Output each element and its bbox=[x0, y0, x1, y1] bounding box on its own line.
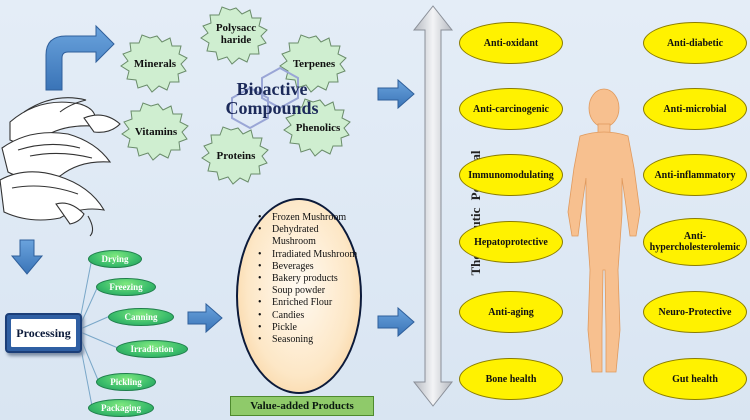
compound-label-vitamins: Vitamins bbox=[134, 126, 178, 138]
right-arrow-to-therapeutic-bottom bbox=[377, 306, 415, 338]
processing-label: Processing bbox=[10, 318, 77, 348]
benzene-icon bbox=[231, 66, 299, 130]
therapeutic-hepatoprotective: Hepatoprotective bbox=[459, 221, 563, 263]
therapeutic-anti-diabetic: Anti-diabetic bbox=[643, 22, 747, 64]
compound-label-proteins: Proteins bbox=[216, 150, 256, 162]
star-phenolics bbox=[283, 98, 351, 157]
therapeutic-bone-health: Bone health bbox=[459, 358, 563, 400]
compound-label-minerals: Minerals bbox=[133, 58, 177, 70]
compound-label-polysaccharide: Polysacc haride bbox=[215, 22, 257, 46]
therapeutic-anti-carcinogenic: Anti-carcinogenic bbox=[459, 88, 563, 130]
processing-method-drying: Drying bbox=[88, 250, 142, 268]
therapeutic-immunomodulating: Immunomodulating bbox=[459, 154, 563, 196]
value-added-item: Seasoning bbox=[258, 334, 358, 346]
value-added-item: Frozen Mushroom bbox=[258, 212, 358, 224]
curved-arrow-to-compounds bbox=[45, 24, 115, 91]
compound-label-terpenes: Terpenes bbox=[292, 58, 336, 70]
bioactive-title-line1: Bioactive bbox=[236, 79, 308, 99]
bioactive-title-line2: Compounds bbox=[225, 98, 319, 118]
compound-stars bbox=[120, 6, 351, 185]
right-arrow-to-therapeutic-top bbox=[377, 78, 415, 110]
right-arrow-to-value-added bbox=[187, 302, 223, 334]
star-polysaccharide bbox=[200, 6, 268, 65]
value-added-item: Irradiated Mushroom bbox=[258, 249, 358, 261]
value-added-item: Soup powder bbox=[258, 285, 358, 297]
therapeutic-anti-aging: Anti-aging bbox=[459, 291, 563, 333]
processing-method-freezing: Freezing bbox=[96, 278, 156, 296]
star-proteins bbox=[201, 126, 269, 185]
processing-box: Processing bbox=[5, 313, 82, 353]
value-added-item: Candies bbox=[258, 310, 358, 322]
therapeutic-neuro-protective: Neuro-Protective bbox=[643, 291, 747, 333]
value-added-item: Pickle bbox=[258, 322, 358, 334]
therapeutic-anti-hypercholesterolemic: Anti-hypercholesterolemic bbox=[643, 218, 747, 266]
processing-method-canning: Canning bbox=[108, 308, 174, 326]
processing-method-packaging: Packaging bbox=[88, 399, 154, 417]
down-arrow-to-processing bbox=[10, 239, 44, 275]
therapeutic-anti-inflammatory: Anti-inflammatory bbox=[643, 154, 747, 196]
bioactive-compounds-title: Bioactive Compounds bbox=[212, 80, 332, 118]
therapeutic-axis-arrow bbox=[412, 5, 454, 407]
star-minerals bbox=[120, 34, 188, 93]
value-added-item: Enriched Flour bbox=[258, 297, 358, 309]
value-added-products-label: Value-added Products bbox=[230, 396, 374, 416]
therapeutic-anti-oxidant: Anti-oxidant bbox=[459, 22, 563, 64]
processing-method-pickling: Pickling bbox=[96, 373, 156, 391]
value-added-item: Bakery products bbox=[258, 273, 358, 285]
value-added-list: Frozen Mushroom Dehydrated Mushroom Irra… bbox=[258, 212, 358, 346]
therapeutic-gut-health: Gut health bbox=[643, 358, 747, 400]
mushroom-illustration bbox=[0, 97, 121, 237]
star-vitamins bbox=[121, 102, 189, 161]
compound-label-phenolics: Phenolics bbox=[295, 122, 341, 134]
processing-method-irradiation: Irradiation bbox=[116, 340, 188, 358]
value-added-item: Dehydrated Mushroom bbox=[258, 224, 358, 248]
therapeutic-anti-microbial: Anti-microbial bbox=[643, 88, 747, 130]
human-body-figure bbox=[567, 88, 641, 373]
value-added-item: Beverages bbox=[258, 261, 358, 273]
